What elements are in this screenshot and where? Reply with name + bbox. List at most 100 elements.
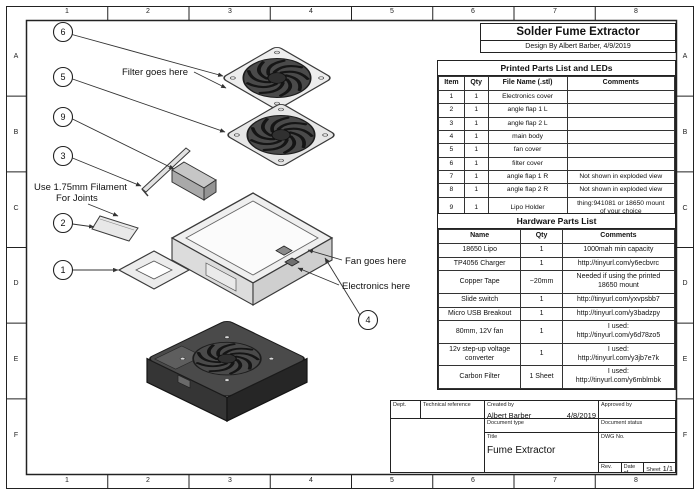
table-cell: [566, 89, 676, 105]
table-cell: 6: [438, 156, 465, 172]
table-cell: main body: [487, 129, 568, 145]
usb-breakout-part: [284, 257, 300, 267]
table-cell: 1000mah min capacity: [561, 242, 676, 258]
leader-line: [72, 157, 142, 187]
table-cell: 1: [520, 292, 563, 308]
link-text-cell: I used: http://tinyurl.com/y6mblmbk: [561, 365, 676, 389]
table-cell: Slide switch: [437, 292, 522, 308]
column-header: Comments: [566, 76, 676, 91]
table-header-row: Name Qty Comments: [437, 229, 676, 244]
table-cell: Needed if using the printed 18650 mount: [561, 270, 676, 294]
part-fan-cover: [227, 104, 335, 166]
part-angle-flap: [141, 147, 191, 197]
callout-balloon-6: 6: [52, 21, 224, 77]
drawing-title: Fume Extractor: [487, 445, 556, 456]
table-cell: 1: [520, 256, 563, 272]
hardware-parts-list: Hardware Parts List Name Qty Comments 18…: [437, 213, 676, 390]
created-by-label: Created by: [487, 402, 514, 408]
callout-balloon-1: 1: [52, 259, 119, 281]
table-cell: 1: [463, 169, 489, 185]
sheet-value: 1/1: [662, 464, 673, 472]
page-title: Solder Fume Extractor: [481, 24, 675, 41]
empty-cell: [391, 419, 485, 472]
document-status-label: Document status: [601, 420, 643, 426]
column-header: Comments: [561, 229, 676, 244]
column-header: Qty: [463, 76, 489, 91]
table-cell: fan cover: [487, 143, 568, 158]
switch-part: [275, 245, 293, 256]
table-cell: 8: [438, 183, 465, 198]
table-cell: 4: [438, 129, 465, 145]
callout-balloon-4: 4: [324, 257, 379, 331]
table-cell: [566, 103, 676, 118]
technical-reference-label: Technical reference: [423, 402, 471, 408]
leader-line: [72, 78, 226, 133]
callout-balloon-9: 9: [52, 106, 175, 170]
table-cell: [566, 116, 676, 131]
header-box: Solder Fume Extractor Design By Albert B…: [480, 23, 676, 53]
column-header: Name: [437, 229, 522, 244]
table-cell: filter cover: [487, 156, 568, 172]
table-cell: angle flap 2 L: [487, 116, 568, 131]
table-cell: Electronics cover: [487, 89, 568, 105]
table-cell: [566, 156, 676, 172]
part-main-body: [170, 192, 334, 306]
created-by-value: Albert Barber: [487, 411, 532, 419]
table-cell: Carbon Filter: [437, 365, 522, 389]
part-small-flap: [91, 215, 139, 242]
table-header-row: Item Qty File Name (.stl) Comments: [438, 76, 676, 91]
link-text-cell: http://tinyurl.com/y3badzpy: [561, 306, 676, 322]
rev-label: Rev.: [601, 464, 612, 470]
table-cell: 1: [463, 156, 489, 172]
table-cell: 12v step-up voltage converter: [437, 342, 522, 367]
approved-by-label: Approved by: [601, 402, 632, 408]
table-cell: [566, 129, 676, 145]
svg-text:2: 2: [60, 218, 65, 228]
table-cell: TP4056 Charger: [437, 256, 522, 272]
leader-line: [72, 118, 175, 170]
dwg-no-label: DWG No.: [601, 434, 625, 440]
leader-line: [324, 257, 361, 316]
callout-balloon-3: 3: [52, 145, 142, 187]
document-type-label: Document type: [487, 420, 524, 426]
link-text-cell: http://tinyurl.com/y6ecbvrc: [561, 256, 676, 272]
dept-label: Dept.: [393, 402, 407, 408]
table-cell: angle flap 2 R: [487, 183, 568, 198]
svg-text:5: 5: [60, 72, 65, 82]
hardware-parts-title: Hardware Parts List: [438, 214, 675, 229]
leader-line: [297, 267, 340, 286]
column-header: Item: [438, 76, 465, 91]
table-cell: ~20mm: [520, 270, 563, 294]
filter-label: Filter goes here: [122, 67, 188, 78]
sheet-label: Sheet: [646, 467, 661, 472]
table-cell: 5: [438, 143, 465, 158]
table-cell: 1: [520, 242, 563, 258]
fan-label: Fan goes here: [345, 256, 406, 267]
svg-text:9: 9: [60, 112, 65, 122]
fan-icon: [227, 48, 327, 108]
column-header: File Name (.stl): [487, 76, 568, 91]
table-cell: Not shown in exploded view: [566, 169, 676, 185]
table-cell: 1: [463, 143, 489, 158]
leader-line: [72, 223, 95, 229]
title-label: Title: [487, 434, 498, 440]
callout-balloon-2: 2: [52, 212, 95, 234]
table-cell: 1: [463, 89, 489, 105]
part-lipo-holder: [171, 161, 217, 201]
svg-text:1: 1: [60, 265, 65, 275]
table-cell: 2: [438, 103, 465, 118]
callout-balloon-5: 5: [52, 66, 226, 133]
table-cell: 80mm, 12V fan: [437, 320, 522, 344]
